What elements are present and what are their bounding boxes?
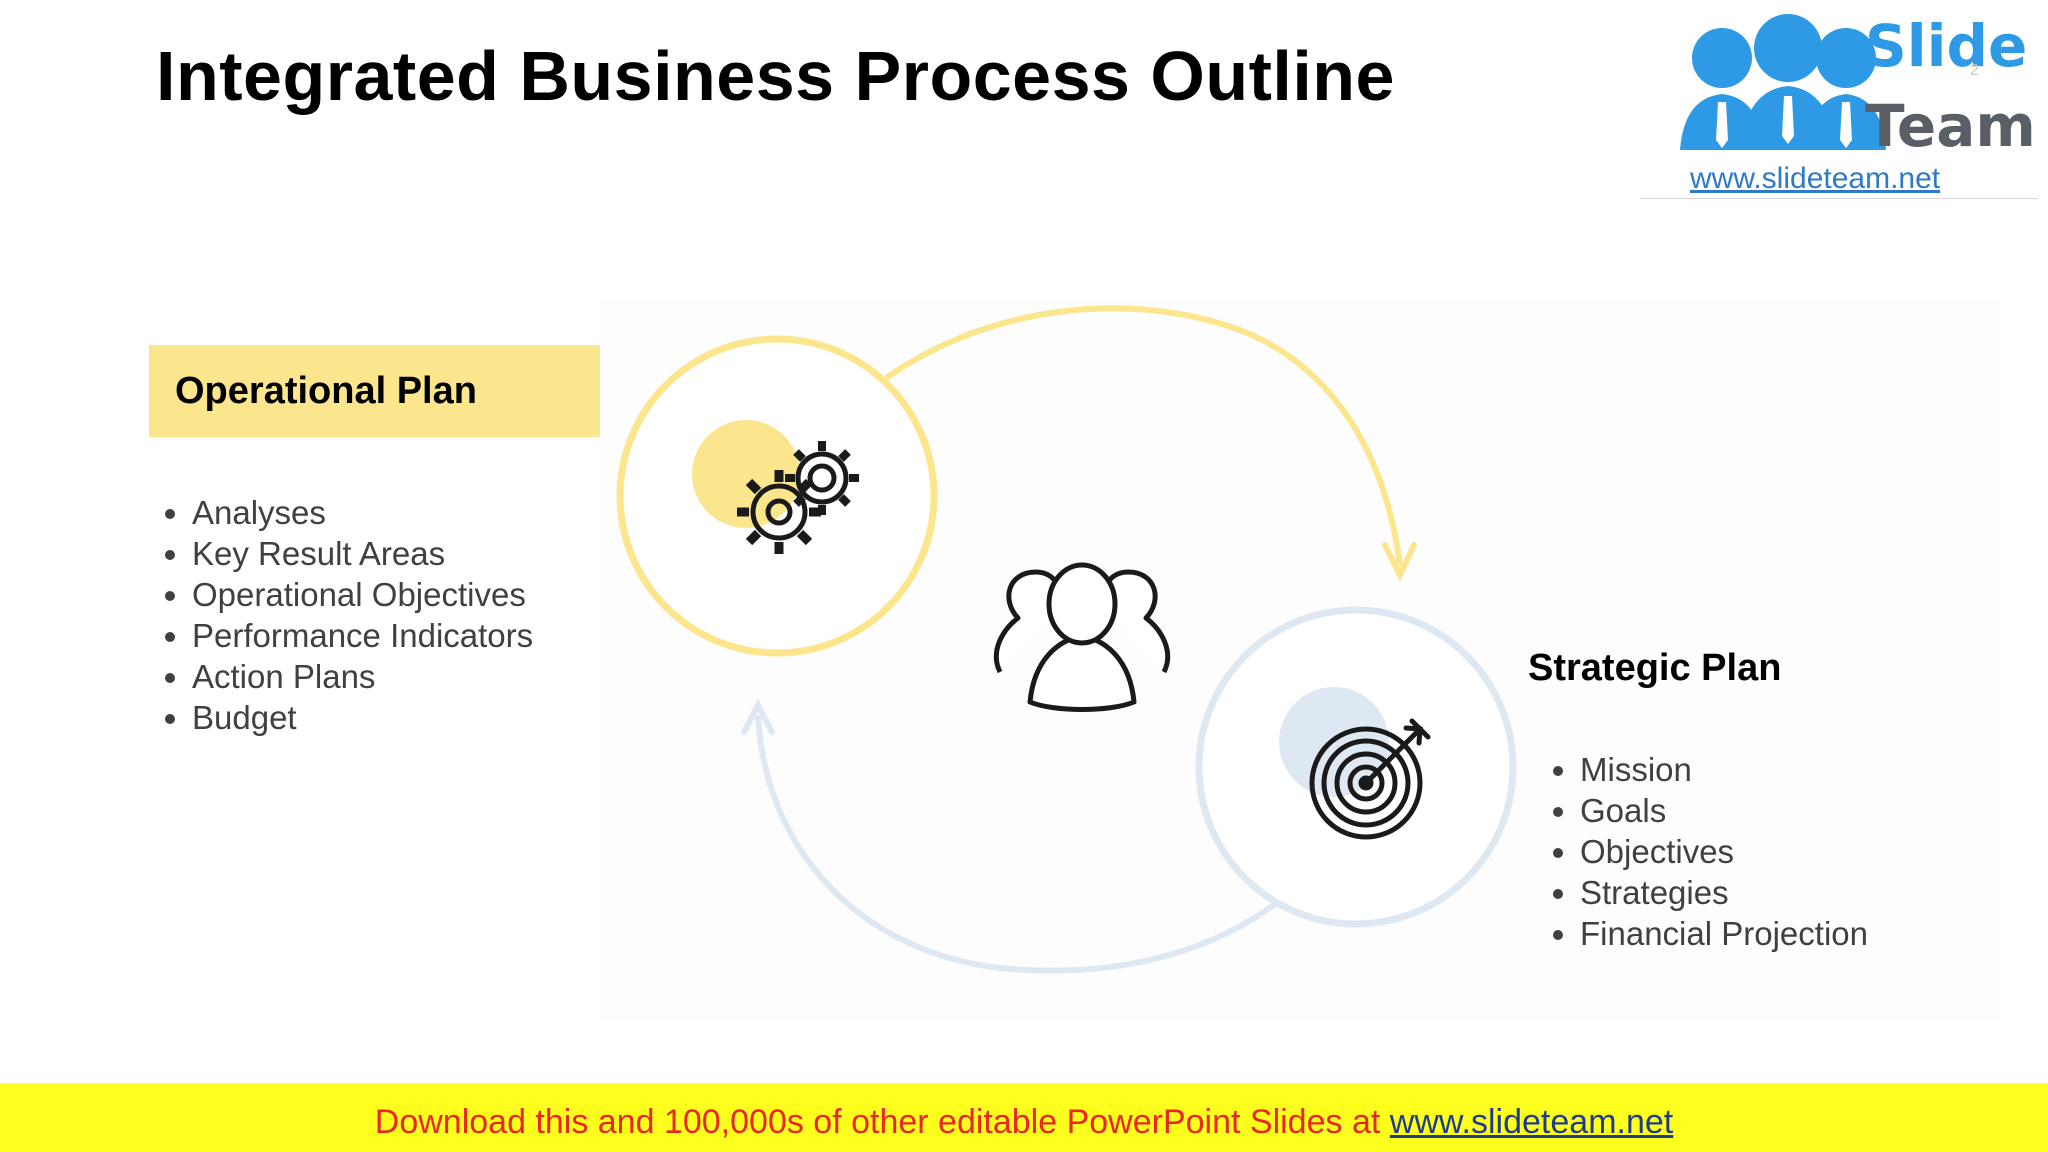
list-item: Strategies — [1580, 872, 1868, 913]
download-banner-message: Download this and 100,000s of other edit… — [374, 1103, 1390, 1141]
team-icon — [993, 562, 1171, 712]
arrowhead-down-icon — [1382, 542, 1417, 582]
download-banner: Download this and 100,000s of other edit… — [0, 1083, 2048, 1152]
slide-number: 2 — [1970, 62, 1979, 79]
download-banner-text: Download this and 100,000s of other edit… — [0, 1103, 2048, 1142]
list-item: Performance Indicators — [192, 615, 533, 656]
logo-word-slide: Slide — [1865, 12, 2028, 80]
slide-title: Integrated Business Process Outline — [156, 37, 1395, 115]
target-icon — [1309, 718, 1431, 840]
arrow-to-strategic-icon — [884, 305, 1403, 566]
list-item: Key Result Areas — [192, 533, 533, 574]
logo-word-team: Team — [1865, 92, 2036, 160]
list-item: Action Plans — [192, 656, 533, 697]
download-banner-link[interactable]: www.slideteam.net — [1389, 1103, 1674, 1141]
strategic-plan-heading: Strategic Plan — [1528, 647, 1782, 689]
logo-people-icon — [1680, 14, 1886, 150]
list-item: Operational Objectives — [192, 574, 533, 615]
list-item: Budget — [192, 697, 533, 738]
slideteam-logo[interactable]: Slide Team www.slideteam.net — [1640, 0, 2038, 199]
logo-url-link[interactable]: www.slideteam.net — [1690, 162, 1941, 195]
list-item: Analyses — [192, 492, 533, 533]
list-item: Goals — [1580, 790, 1868, 831]
strategic-plan-list: Mission Goals Objectives Strategies Fina… — [1548, 749, 1868, 954]
arrow-to-operational-icon — [755, 714, 1280, 974]
list-item: Objectives — [1580, 831, 1868, 872]
gears-icon — [737, 441, 859, 554]
list-item: Financial Projection — [1580, 913, 1868, 954]
operational-plan-heading: Operational Plan — [175, 370, 477, 412]
list-item: Mission — [1580, 749, 1868, 790]
operational-plan-list: Analyses Key Result Areas Operational Ob… — [160, 492, 533, 738]
arrowhead-up-icon — [741, 698, 775, 735]
